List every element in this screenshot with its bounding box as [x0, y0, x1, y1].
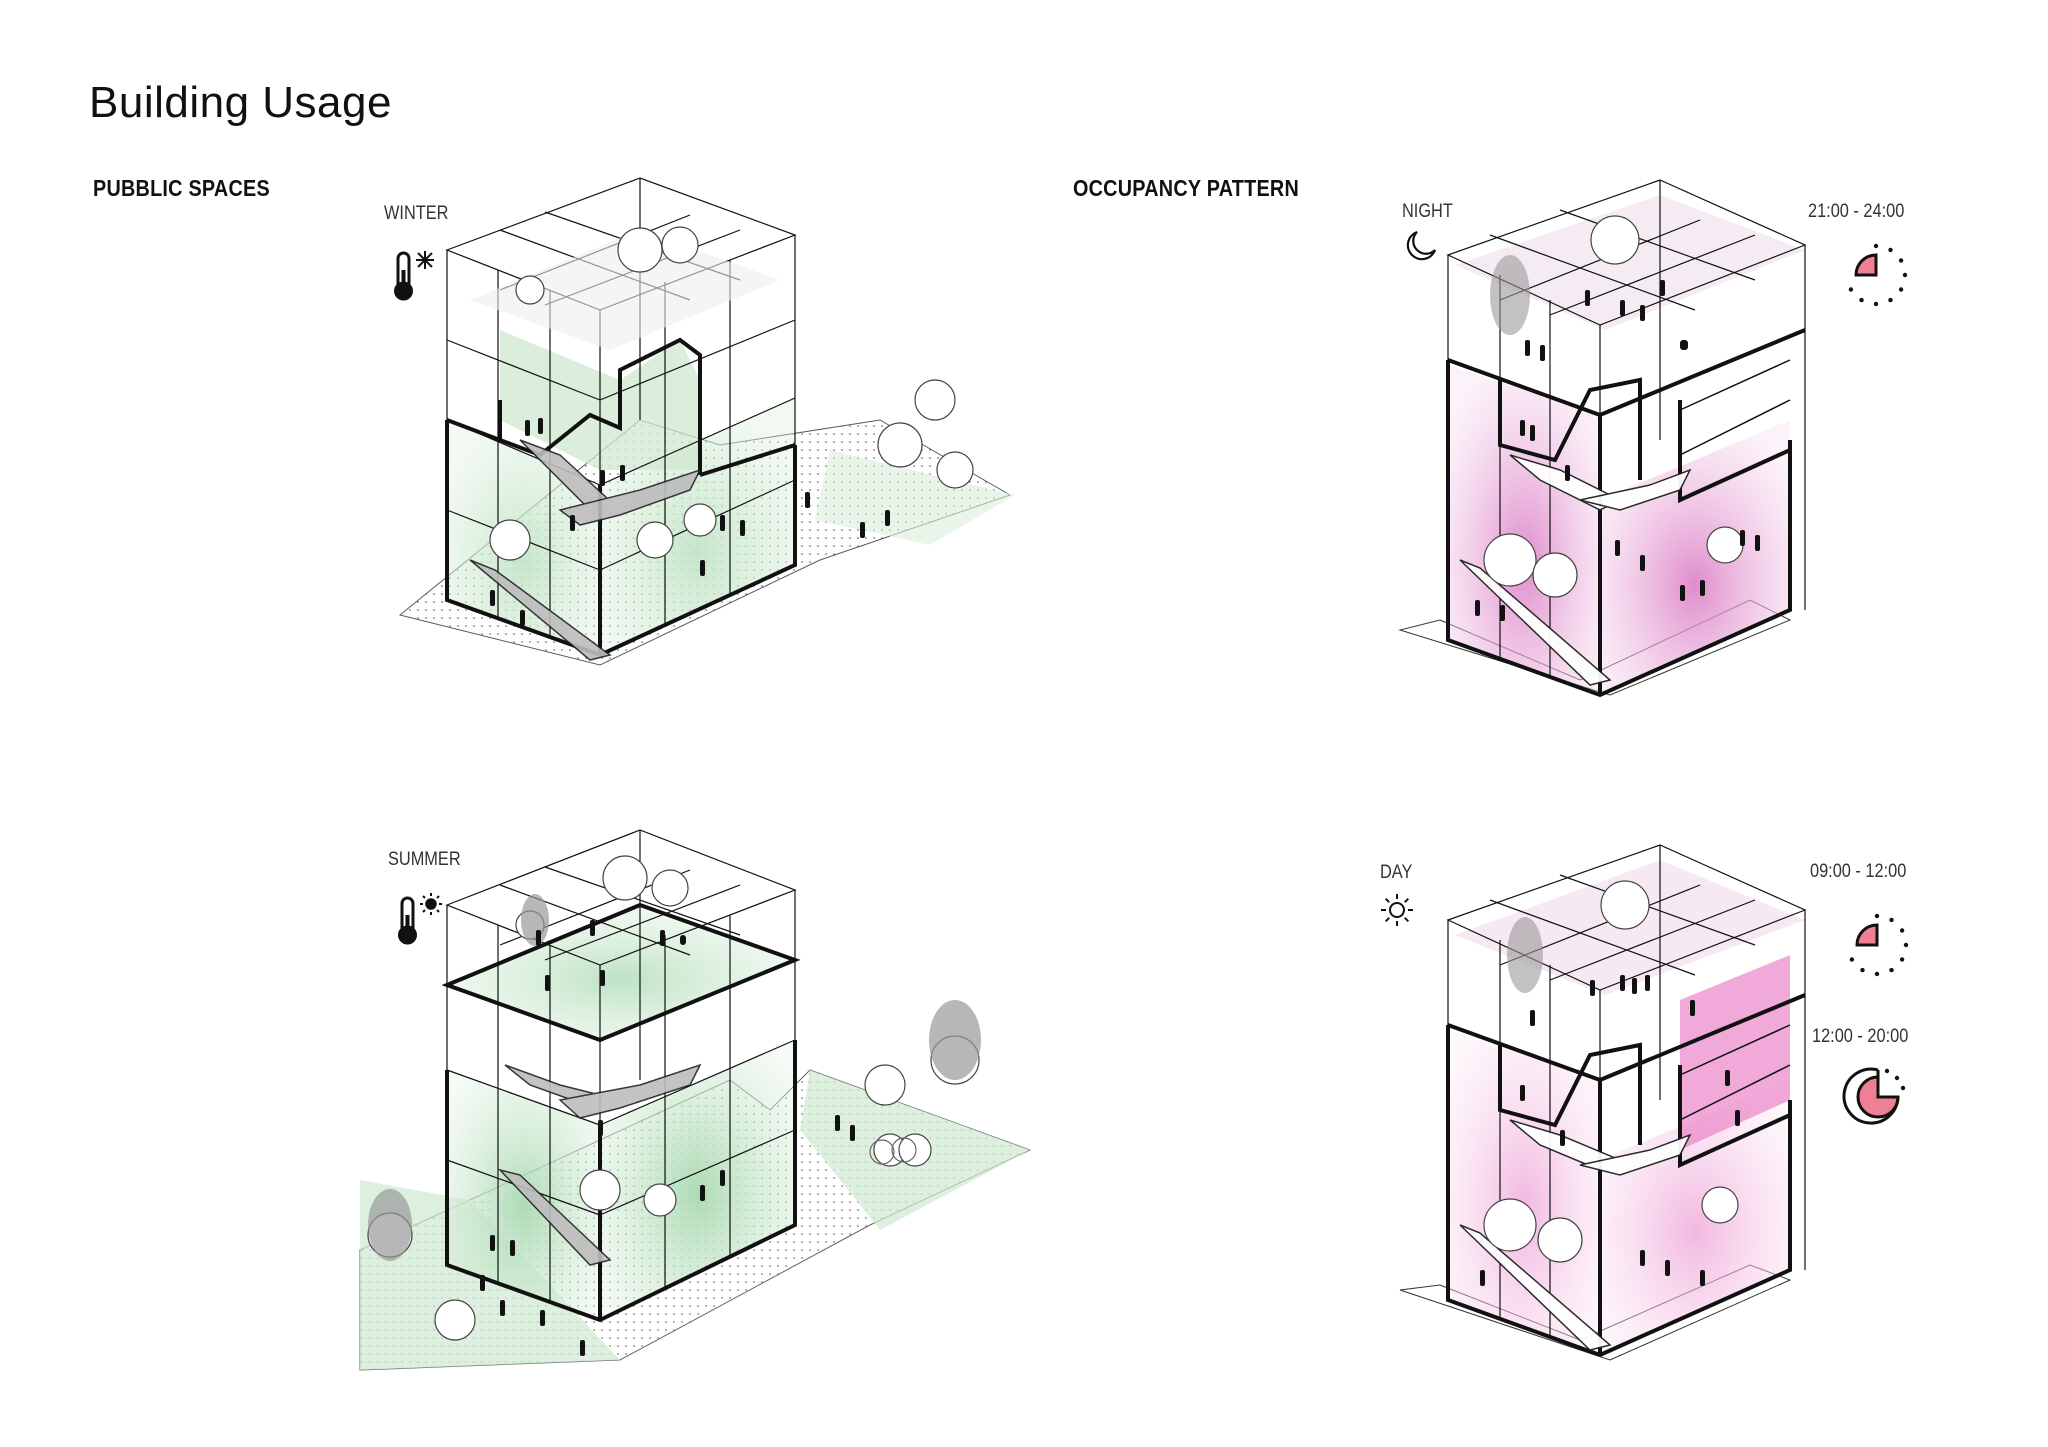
thermometer-sun-icon: [398, 893, 442, 945]
night-axonometric: [1398, 179, 1807, 698]
day-clock-icon-2: [1842, 1067, 1906, 1125]
summer-label: SUMMER: [388, 849, 461, 870]
thermometer-snow-icon: [394, 251, 434, 301]
winter-axonometric: [398, 177, 1015, 666]
section-public-spaces: PUBBLIC SPACES: [93, 175, 270, 201]
day-time-label-2: 12:00 - 20:00: [1812, 1026, 1909, 1047]
winter-label: WINTER: [384, 203, 449, 224]
night-time-label: 21:00 - 24:00: [1808, 201, 1905, 222]
night-clock-icon: [1848, 243, 1908, 307]
page-title: Building Usage: [89, 78, 392, 127]
day-axonometric: [1399, 844, 1807, 1361]
section-occupancy-pattern: OCCUPANCY PATTERN: [1073, 175, 1300, 201]
sun-icon: [1381, 894, 1413, 926]
day-clock-icon-1: [1849, 913, 1909, 977]
summer-axonometric: [359, 829, 1032, 1371]
day-time-label-1: 09:00 - 12:00: [1810, 861, 1907, 882]
moon-icon: [1406, 230, 1437, 261]
day-label: DAY: [1380, 862, 1413, 883]
night-label: NIGHT: [1402, 201, 1453, 222]
